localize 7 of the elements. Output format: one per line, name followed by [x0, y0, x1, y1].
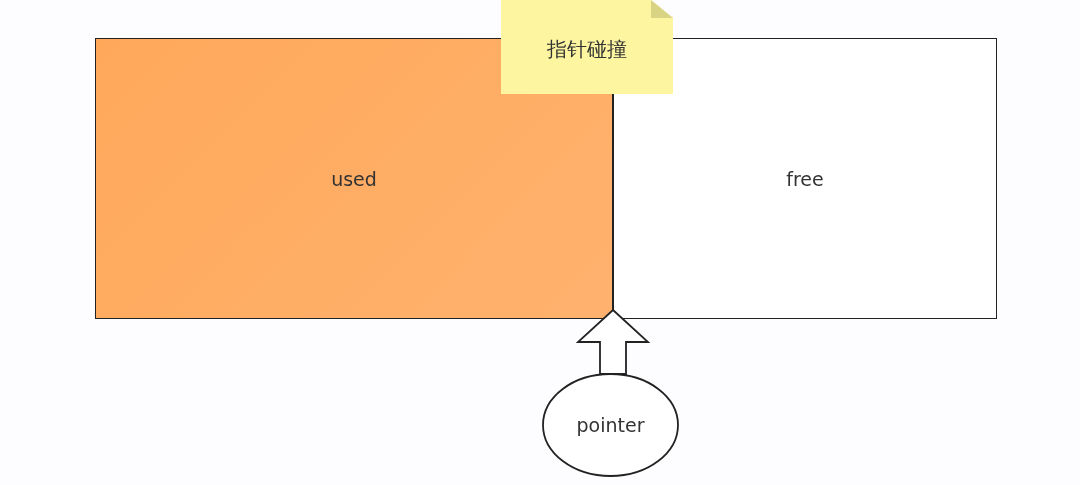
sticky-note: [501, 0, 673, 94]
node-label: free: [786, 167, 824, 190]
node-label: pointer: [576, 414, 645, 436]
node-label: 指针碰撞: [547, 35, 627, 63]
pointer-ellipse: [542, 373, 679, 477]
block-arrow: [575, 308, 651, 375]
node-label: used: [331, 167, 377, 190]
